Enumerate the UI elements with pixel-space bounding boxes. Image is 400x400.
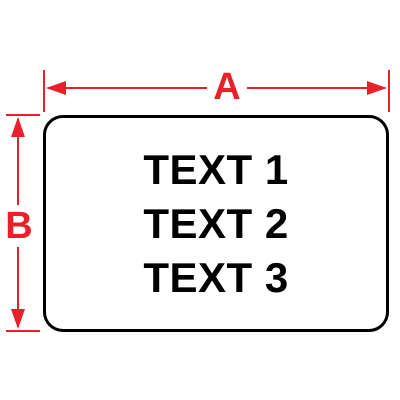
height-dimension-label: B [0, 205, 38, 247]
height-dimension [6, 114, 40, 332]
height-arrow-top [11, 117, 25, 137]
label-outline: TEXT 1 TEXT 2 TEXT 3 [43, 115, 389, 332]
width-arrow-right [367, 81, 387, 95]
height-arrow-bottom [11, 309, 25, 329]
width-dimension-label: A [207, 68, 247, 106]
width-arrow-left [46, 81, 66, 95]
label-text-line-1: TEXT 1 [143, 145, 289, 193]
label-text-line-2: TEXT 2 [143, 199, 289, 247]
label-text-line-3: TEXT 3 [143, 253, 289, 301]
